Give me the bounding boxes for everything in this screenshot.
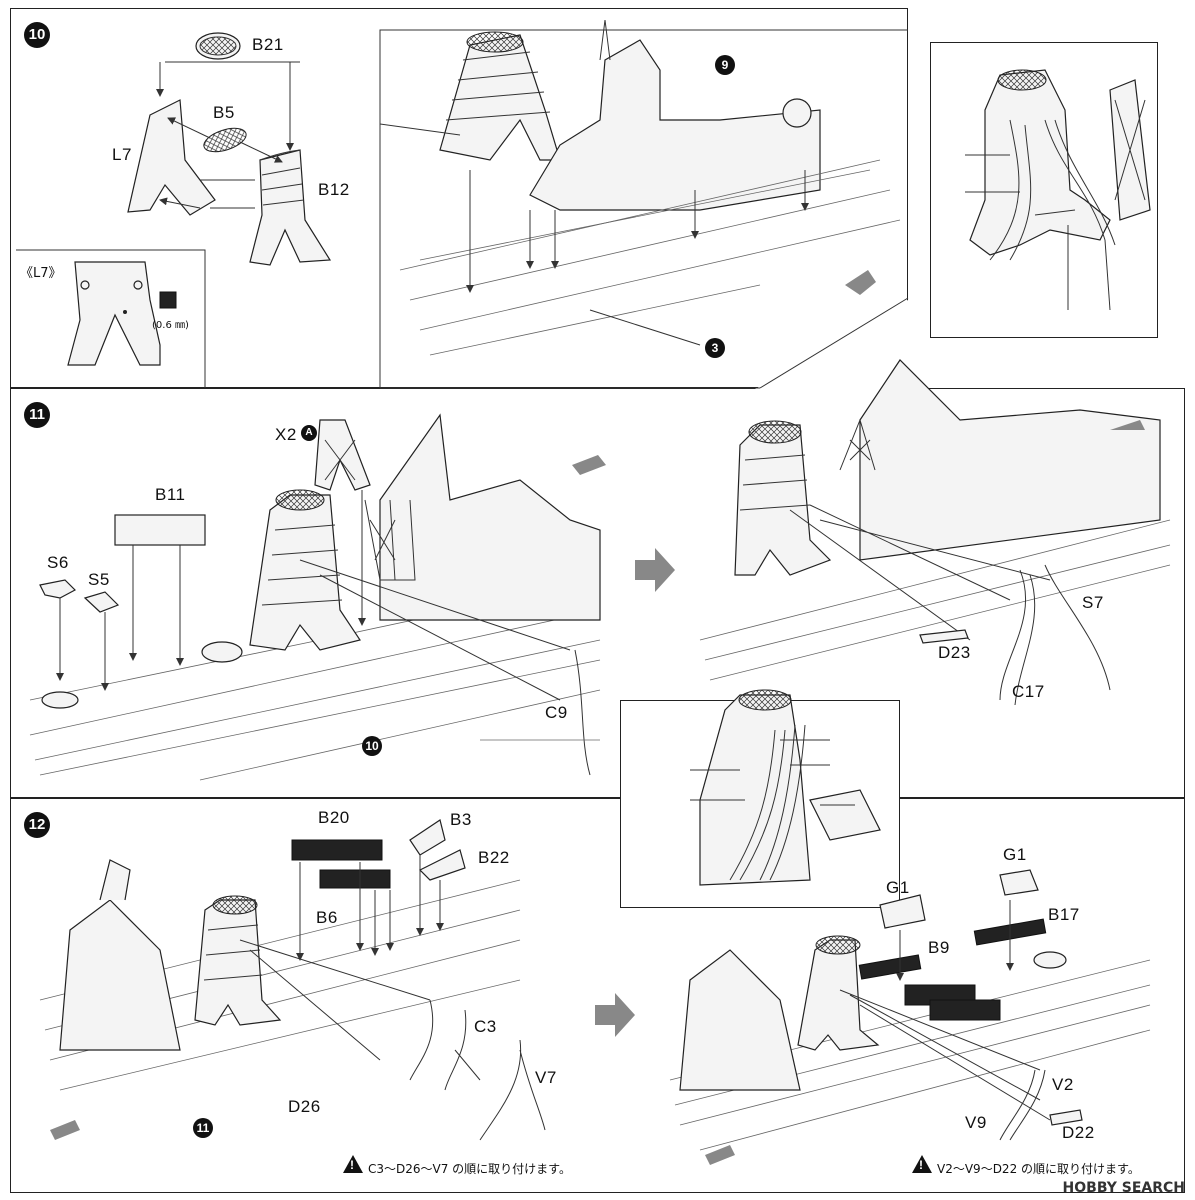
runner-marker-a: A <box>301 425 317 441</box>
part-label-b6: B6 <box>316 908 338 927</box>
part-label-b5: B5 <box>213 103 235 122</box>
part-label-g1-b: G1 <box>1003 845 1027 864</box>
part-label-v9: V9 <box>965 1113 987 1132</box>
part-label-s6: S6 <box>47 553 69 572</box>
part-label-d26: D26 <box>288 1097 321 1116</box>
part-label-b11: B11 <box>155 485 186 504</box>
part-label-l7: L7 <box>112 145 132 164</box>
part-label-b9: B9 <box>928 938 950 957</box>
assembly-order-note-left: C3～D26～V7 の順に取り付けます。 <box>368 1162 571 1176</box>
part-label-b17: B17 <box>1048 905 1080 924</box>
part-label-c17: C17 <box>1012 682 1045 701</box>
step-11-number: 11 <box>24 402 50 428</box>
part-label-d23: D23 <box>938 643 971 662</box>
funnel-cap-b21 <box>195 32 241 60</box>
part-label-b21: B21 <box>252 35 284 54</box>
warning-icon <box>343 1155 363 1173</box>
part-label-b22: B22 <box>478 848 510 867</box>
part-label-v2: V2 <box>1052 1075 1074 1094</box>
part-label-v7: V7 <box>535 1068 557 1087</box>
step-10-number: 10 <box>24 22 50 48</box>
part-label-d22: D22 <box>1062 1123 1095 1142</box>
assembly-order-note-right: V2～V9～D22 の順に取り付けます。 <box>937 1162 1140 1176</box>
part-label-s5: S5 <box>88 570 110 589</box>
l7-inset-title: 《L7》 <box>20 266 62 281</box>
part-label-c3: C3 <box>474 1017 497 1036</box>
ref-step-10: 10 <box>362 736 382 756</box>
ref-step-9: 9 <box>715 55 735 75</box>
warning-icon <box>912 1155 932 1173</box>
funnel-cap-b5 <box>203 127 247 153</box>
step-12-number: 12 <box>24 812 50 838</box>
ref-step-11: 11 <box>193 1118 213 1138</box>
part-label-x2: X2 <box>275 425 297 444</box>
drill-size-label: (0.6 ㎜) <box>152 320 189 331</box>
part-label-b20: B20 <box>318 808 350 827</box>
part-label-b12: B12 <box>318 180 350 199</box>
part-label-g1-a: G1 <box>886 878 910 897</box>
part-label-s7: S7 <box>1082 593 1104 612</box>
watermark-logo: HOBBY SEARCH <box>1062 1180 1185 1196</box>
part-label-b3: B3 <box>450 810 472 829</box>
ref-step-3: 3 <box>705 338 725 358</box>
part-label-c9: C9 <box>545 703 568 722</box>
